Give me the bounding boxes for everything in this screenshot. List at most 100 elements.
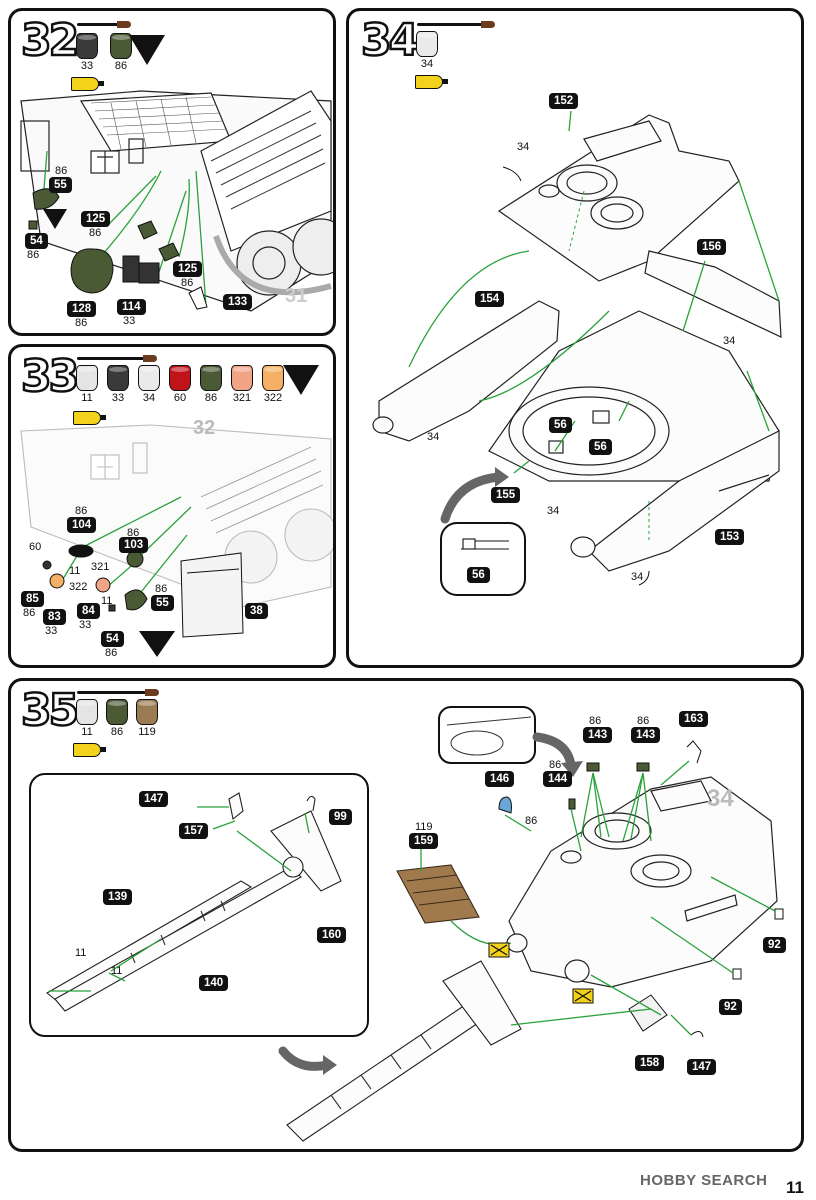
paint-code-label: 34: [427, 431, 440, 443]
step-32-hull-drawing: [20, 90, 333, 312]
paint-code-label: 322: [69, 581, 88, 593]
part-number-83: 83: [43, 609, 66, 625]
paint-pot-icon: [76, 365, 98, 391]
paint-code: 33: [111, 392, 125, 404]
part-number-157: 157: [179, 823, 209, 839]
step-number: 33: [20, 351, 81, 402]
paint-pot-icon: [106, 699, 128, 725]
page-number: 11: [786, 1178, 804, 1197]
part-number-103: 103: [119, 537, 149, 553]
glue-tube-icon: [71, 77, 104, 91]
paint-code: 33: [80, 60, 94, 72]
paint-code: 86: [110, 726, 124, 738]
paint-code-label: 11: [69, 565, 81, 577]
step-33-hull-drawing: [20, 424, 333, 657]
paint-code-label: 33: [123, 315, 136, 327]
part-number-146: 146: [485, 771, 515, 787]
step-number: 32: [20, 15, 81, 66]
paint-code-label: 86: [181, 277, 194, 289]
part-number-125: 125: [173, 261, 203, 277]
paint-code-label: 86: [589, 715, 602, 727]
part-number-158: 158: [635, 1055, 665, 1071]
part-number-104: 104: [67, 517, 97, 533]
paint-code-label: 34: [723, 335, 736, 347]
brush-icon: [417, 21, 495, 28]
part-number-128: 128: [67, 301, 97, 317]
paint-code: 60: [173, 392, 187, 404]
part-number-84: 84: [77, 603, 100, 619]
glue-tube-icon: [73, 743, 106, 757]
paint-list: 33 86: [73, 33, 135, 72]
paint-code-label: 119: [415, 821, 433, 833]
part-number-92: 92: [719, 999, 742, 1015]
paint-code-label: 34: [517, 141, 530, 153]
paint-code: 322: [263, 392, 283, 404]
part-number-156: 156: [697, 239, 727, 255]
paint-pot-icon: [169, 365, 191, 391]
paint-chip: 86: [103, 699, 131, 738]
decal-warning-icon: [129, 35, 165, 65]
paint-code: 34: [142, 392, 156, 404]
paint-code: 321: [232, 392, 252, 404]
paint-code-label: 86: [23, 607, 36, 619]
step-number: 34: [360, 15, 421, 66]
part-number-147: 147: [687, 1059, 717, 1075]
paint-code-label: 11: [75, 947, 87, 959]
step-number: 35: [20, 685, 81, 736]
part-number-163: 163: [679, 711, 709, 727]
paint-code-label: 86: [75, 317, 88, 329]
paint-code: 11: [81, 392, 93, 404]
reference-step-label: 31: [285, 285, 308, 307]
reference-step-label: 32: [193, 417, 216, 439]
part-number-125: 125: [81, 211, 111, 227]
part-number-140: 140: [199, 975, 229, 991]
step-34-panel: 34 34: [346, 8, 804, 668]
paint-code-label: 321: [91, 561, 110, 573]
part-number-159: 159: [409, 833, 439, 849]
paint-chip: 86: [197, 365, 225, 404]
part-number-56: 56: [589, 439, 612, 455]
paint-pot-icon: [76, 33, 98, 59]
brush-icon: [77, 355, 157, 362]
part-number-38: 38: [245, 603, 268, 619]
paint-code-label: 11: [111, 965, 123, 977]
paint-chip: 321: [228, 365, 256, 404]
paint-chip: 34: [135, 365, 163, 404]
part-number-153: 153: [715, 529, 745, 545]
paint-pot-icon: [138, 365, 160, 391]
brush-icon: [77, 21, 131, 28]
paint-code-label: 86: [525, 815, 538, 827]
part-number-85: 85: [21, 591, 44, 607]
glue-tube-icon: [415, 75, 448, 89]
part-number-155: 155: [491, 487, 521, 503]
paint-pot-icon: [416, 31, 438, 57]
part-number-160: 160: [317, 927, 347, 943]
part-number-56: 56: [549, 417, 572, 433]
paint-chip: 86: [107, 33, 135, 72]
part-number-133: 133: [223, 294, 253, 310]
part-number-55: 55: [151, 595, 174, 611]
step-33-panel: 33 11 33 34 60 86 321 322: [8, 344, 336, 668]
paint-code-label: 60: [29, 541, 42, 553]
paint-code: 119: [138, 726, 156, 738]
step-34-turret-drawing: [372, 110, 782, 596]
paint-chip: 33: [104, 365, 132, 404]
part-number-92: 92: [763, 937, 786, 953]
part-number-114: 114: [117, 299, 146, 315]
part-number-143: 143: [631, 727, 661, 743]
part-number-143: 143: [583, 727, 613, 743]
step-32-panel: 32 33 86: [8, 8, 336, 336]
paint-code-label: 86: [27, 249, 40, 261]
paint-code-label: 11: [101, 595, 113, 607]
paint-pot-icon: [200, 365, 222, 391]
paint-code-label: 86: [89, 227, 102, 239]
glue-tube-icon: [73, 411, 106, 425]
paint-code-label: 86: [637, 715, 650, 727]
paint-code-label: 33: [79, 619, 92, 631]
step-35-panel: 35 11 86 119: [8, 678, 804, 1152]
part-number-139: 139: [103, 889, 133, 905]
step-35-drawing: [46, 706, 784, 1142]
hobby-search-logo: HOBBY SEARCH: [640, 1172, 768, 1189]
part-number-152: 152: [549, 93, 579, 109]
part-number-54: 54: [101, 631, 124, 647]
